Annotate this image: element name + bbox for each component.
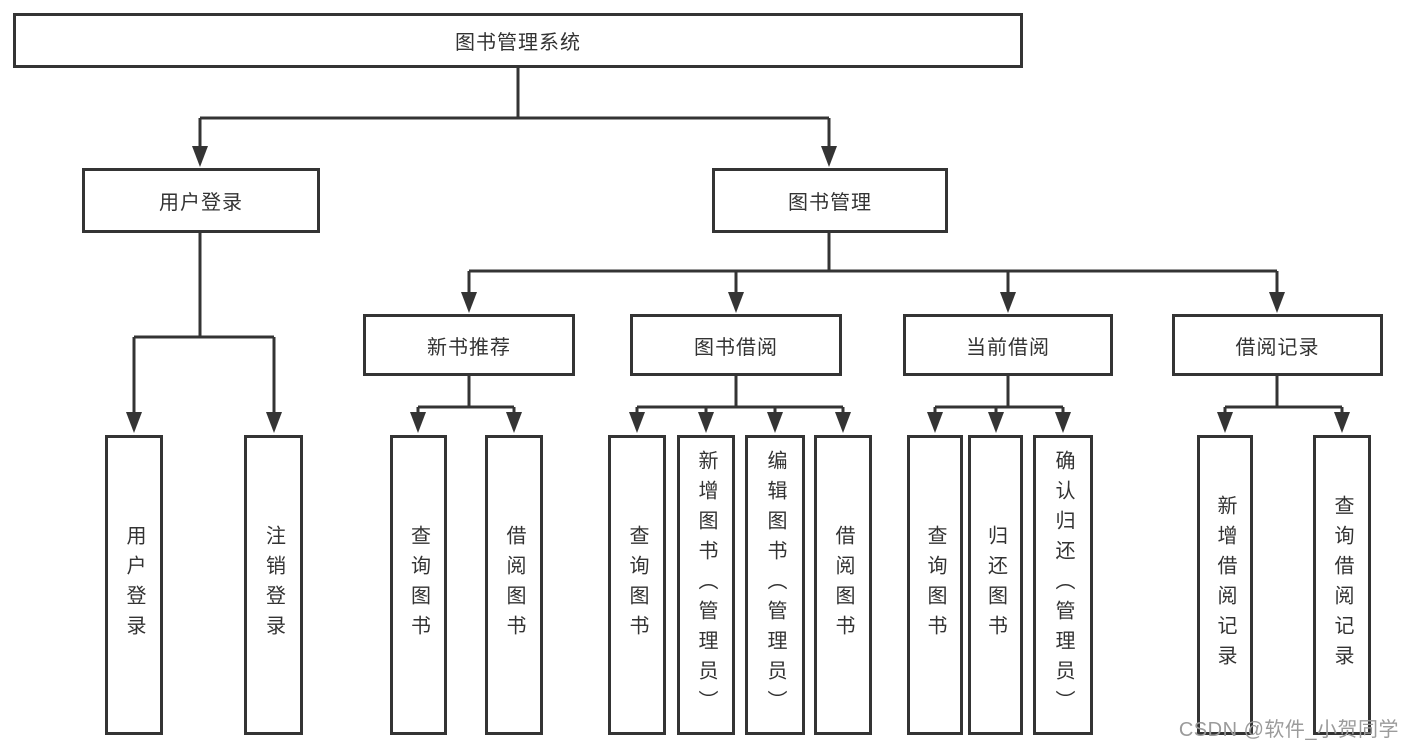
leaf-label: 编辑图书（管理员） [764, 450, 786, 720]
leaf-label: 新增借阅记录 [1214, 495, 1236, 675]
leaf-label: 用户登录 [123, 525, 145, 645]
node-label: 图书管理 [788, 192, 872, 214]
leaf-label: 新增图书（管理员） [695, 450, 717, 720]
leaf-borrow-books: 借阅图书 [814, 435, 872, 735]
node-label: 当前借阅 [966, 336, 1050, 359]
leaf-label: 借阅图书 [832, 525, 854, 645]
node-book-management-system: 图书管理系统 [13, 13, 1023, 68]
node-label: 用户登录 [159, 192, 243, 214]
node-current-borrowing: 当前借阅 [903, 314, 1113, 376]
leaf-label: 查询图书 [626, 525, 648, 645]
leaf-label: 查询图书 [924, 525, 946, 645]
leaf-edit-books-admin: 编辑图书（管理员） [745, 435, 805, 735]
node-label: 借阅记录 [1235, 336, 1320, 359]
node-label: 新书推荐 [427, 336, 511, 359]
csdn-watermark: CSDN @软件_小贺同学 [1178, 719, 1399, 741]
node-book-borrowing: 图书借阅 [630, 314, 842, 376]
leaf-label: 注销登录 [262, 525, 285, 645]
leaf-add-books-admin: 新增图书（管理员） [677, 435, 735, 735]
node-book-management: 图书管理 [712, 168, 948, 233]
leaf-label: 查询图书 [407, 525, 430, 645]
leaf-query-books-current: 查询图书 [907, 435, 963, 735]
node-label: 图书管理系统 [455, 32, 581, 54]
node-new-book-recommendation: 新书推荐 [363, 314, 575, 376]
leaf-user-login: 用户登录 [105, 435, 163, 735]
leaf-query-books-borrowing: 查询图书 [608, 435, 666, 735]
leaf-query-books-recommend: 查询图书 [390, 435, 447, 735]
leaf-borrow-books-recommend: 借阅图书 [485, 435, 543, 735]
leaf-label: 查询借阅记录 [1331, 495, 1353, 675]
node-borrowing-records: 借阅记录 [1172, 314, 1383, 376]
node-user-login: 用户登录 [82, 168, 320, 233]
leaf-add-borrow-record: 新增借阅记录 [1197, 435, 1253, 735]
leaf-label: 确认归还（管理员） [1052, 450, 1074, 720]
leaf-confirm-return-admin: 确认归还（管理员） [1033, 435, 1093, 735]
leaf-label: 借阅图书 [503, 525, 525, 645]
node-label: 图书借阅 [694, 336, 778, 359]
leaf-label: 归还图书 [984, 525, 1007, 645]
leaf-logout: 注销登录 [244, 435, 303, 735]
leaf-return-books: 归还图书 [968, 435, 1023, 735]
leaf-query-borrow-record: 查询借阅记录 [1313, 435, 1371, 735]
